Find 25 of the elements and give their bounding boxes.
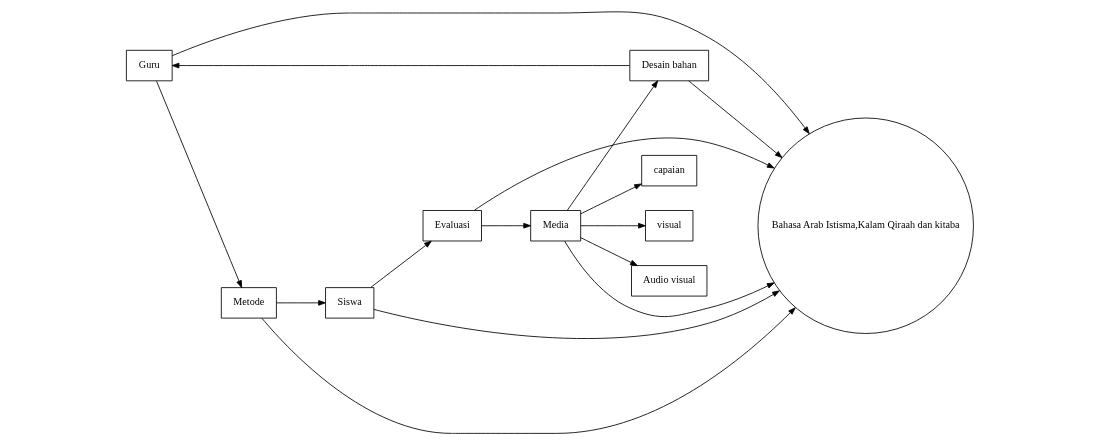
arrow [579,183,642,215]
arrow [275,300,326,306]
arrow [171,11,810,134]
node-box: Desain bahan [628,49,709,82]
node-box: Media [529,210,581,242]
node-box: capaian [640,154,697,187]
arrow [566,80,658,211]
arrow [687,80,782,159]
arrow [579,237,638,266]
node-circle: Bahasa Arab Istisma,Kalam Qiraah dan kitaba [757,117,974,334]
arrow [369,240,432,288]
arrow [480,222,531,229]
arrow [373,290,780,339]
node-box: Audio visual [630,265,707,297]
arrow [563,240,774,318]
arrow [579,222,646,229]
node-box: Guru [125,49,173,82]
arrow [473,137,775,211]
arrow [171,62,630,69]
arrow [261,307,796,434]
node-box: Siswa [324,287,374,319]
node-box: visual [644,210,693,242]
node-box: Metode [220,287,277,319]
node-box: Evaluasi [422,210,482,242]
arrow [155,80,242,288]
